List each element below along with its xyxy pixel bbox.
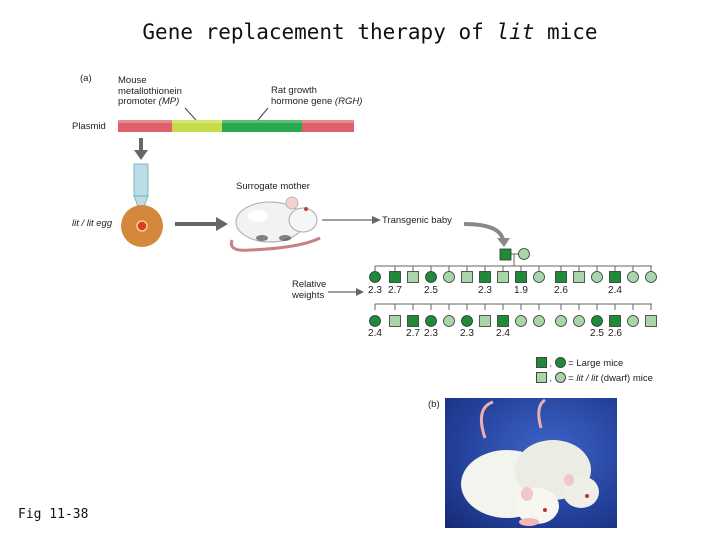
gene-pointer [257,107,269,121]
egg-icon [121,205,163,247]
legend-square-icon [536,357,547,368]
gen2-weight: 2.6 [608,328,622,339]
weights-arrow [328,288,364,296]
egg-label: lit / lit egg [72,218,113,229]
injection-arrow [134,138,148,160]
gen1-weight: 1.9 [514,285,528,296]
founder-pair [499,248,530,261]
promoter-pointer [184,107,197,121]
gen2-weight: 2.4 [368,328,382,339]
gen1-weight: 2.6 [554,285,568,296]
promoter-label: Mouse metallothionein promoter (MP) [118,75,182,107]
gen1-weight: 2.7 [388,285,402,296]
mice-photo [445,398,617,528]
pedigree-lines [374,253,652,310]
panel-b-label: (b) [428,399,440,410]
pipette-icon [133,163,149,213]
figure-label: Fig 11-38 [18,507,89,522]
generation-1-symbols [369,271,657,283]
gen2-weight: 2.3 [460,328,474,339]
mother-to-baby-arrow [322,216,381,224]
legend-square-icon [536,372,547,383]
panel-a-label: (a) [80,73,92,84]
legend-circle-icon [554,357,566,368]
generation-2-symbols [369,315,657,327]
gen1-weight: 2.3 [478,285,492,296]
gen1-weight: 2.4 [608,285,622,296]
transgenic-label: Transgenic baby [382,215,452,226]
surrogate-mouse-icon [229,196,321,252]
surrogate-label: Surrogate mother [236,181,310,192]
legend-large: , = Large mice [536,357,623,369]
baby-to-pedigree-arrow [463,222,510,247]
slide-title: Gene replacement therapy of lit mice [142,20,598,44]
plasmid-bar [118,120,354,132]
plasmid-label: Plasmid [72,121,106,132]
gen2-weight: 2.5 [590,328,604,339]
gen1-weight: 2.5 [424,285,438,296]
egg-to-mother-arrow [175,217,228,231]
gen2-weight: 2.4 [496,328,510,339]
gene-label: Rat growth hormone gene (RGH) [271,85,363,107]
legend-circle-icon [554,372,566,383]
relative-weights-label: Relative weights [292,279,327,301]
mice-illustration [461,398,599,526]
gen2-weight: 2.3 [424,328,438,339]
gen1-weight: 2.3 [368,285,382,296]
gen2-weight: 2.7 [406,328,420,339]
legend-dwarf: , = lit / lit (dwarf) mice [536,372,653,384]
